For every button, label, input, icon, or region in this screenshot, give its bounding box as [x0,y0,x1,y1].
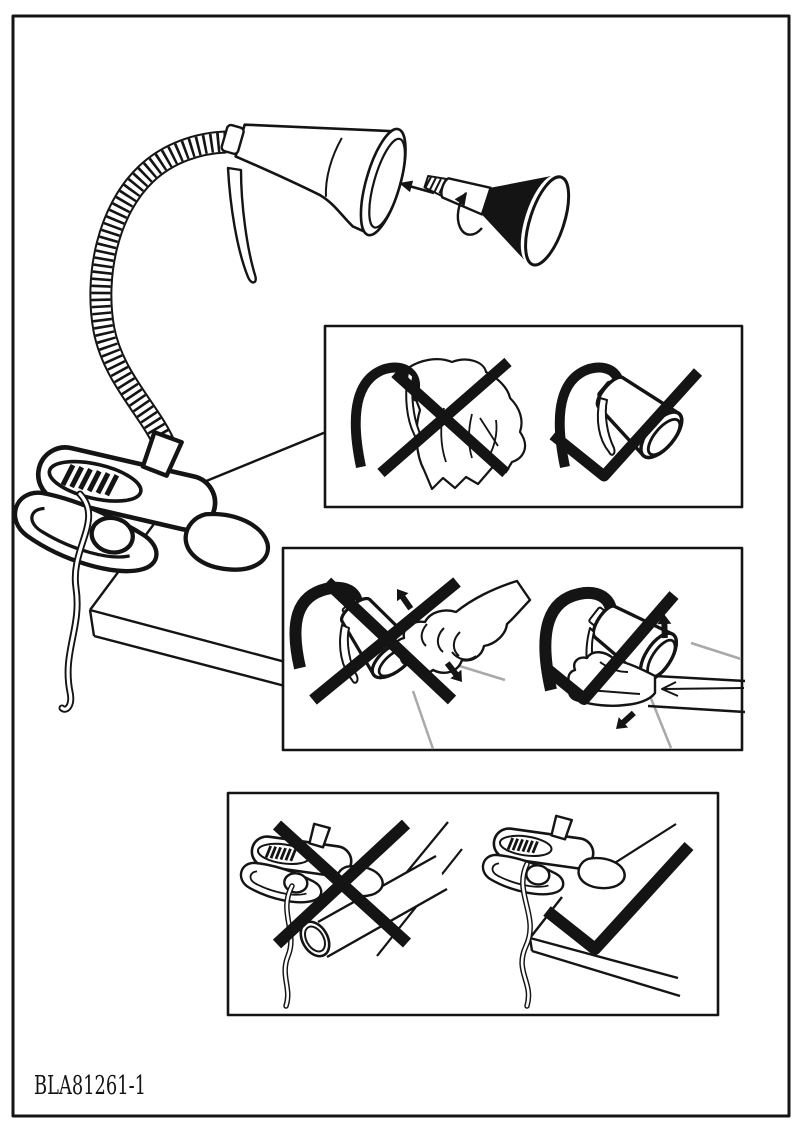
inset-hot-surface [281,546,746,752]
prohibition-cross-icon [309,577,461,705]
shade-handle [226,166,257,284]
check-mark-icon [543,841,694,955]
part-number: BLA81261-1 [34,1071,146,1101]
insert-arrow-icon [397,177,435,195]
page-border [11,14,791,1118]
check-mark-icon [543,591,679,705]
gooseneck-arch [350,362,421,469]
gooseneck [89,130,227,453]
inset-no-cover [323,324,744,509]
lamp-head [220,123,407,237]
table-corner [528,896,681,998]
clamp-on-pipe [236,813,463,1009]
prohibition-cross-icon [272,819,412,949]
reflector-bulb [423,174,571,267]
check-mark-icon [549,368,703,482]
rotate-arrow-icon [454,188,483,236]
prohibition-cross-icon [377,357,512,478]
inset-clamping [226,791,720,1017]
inset-border [226,791,720,1017]
lamp-uncovered [554,362,691,469]
shade-handle [596,397,616,456]
light-ray [646,641,742,749]
clamp-on-table [478,805,681,1009]
main-illustration [7,123,571,726]
pipe [299,854,448,959]
